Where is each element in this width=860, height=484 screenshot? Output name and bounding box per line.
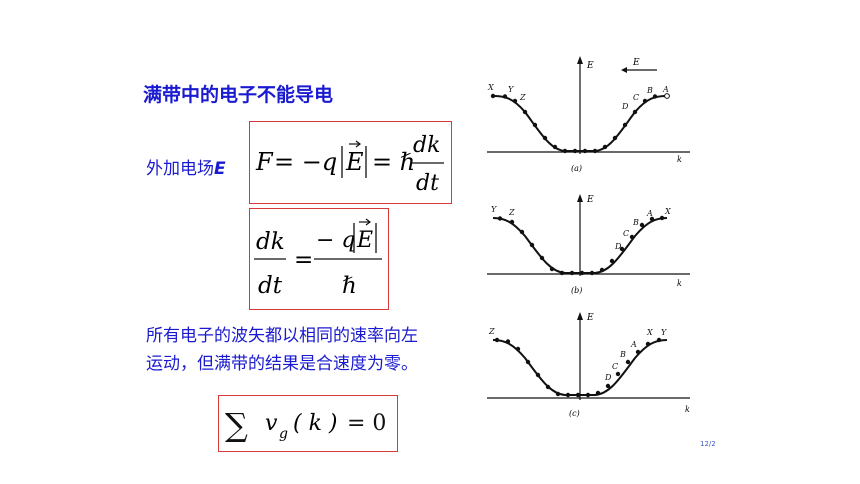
field-label: 外加电场E bbox=[146, 154, 226, 179]
diagram-c-label-x: X bbox=[646, 328, 653, 337]
diagram-a-label-b: B bbox=[646, 86, 653, 95]
paragraph-line-2: 运动，但满带的结果是合速度为零。 bbox=[146, 354, 418, 374]
diagram-c-label-a: A bbox=[630, 340, 637, 349]
field-label-var: E bbox=[214, 159, 226, 179]
eq2-den-right: ℏ bbox=[342, 273, 357, 299]
eq2-eq: = bbox=[294, 247, 313, 273]
eq3-sum: ∑ bbox=[225, 406, 248, 444]
eq3-arg: ( k ) bbox=[293, 411, 337, 436]
diagram-b-k-label: k bbox=[677, 279, 682, 288]
eq2-num-left: dk bbox=[256, 229, 285, 255]
diagram-a-label-c: C bbox=[633, 93, 639, 102]
eq2-e: E bbox=[356, 228, 373, 253]
diagram-a-band-curve bbox=[492, 95, 668, 152]
diagram-c-k-label: k bbox=[685, 405, 690, 414]
diagram-b-label-a: A bbox=[646, 209, 653, 218]
band-diagrams: E k E X Y Z D C B A (a) E k bbox=[487, 56, 690, 418]
diagram-b: E k Y Z D C B A X (b) bbox=[487, 194, 690, 295]
field-label-text: 外加电场 bbox=[146, 159, 214, 179]
eq3-v: v bbox=[265, 411, 278, 436]
diagram-c-label-d: D bbox=[604, 373, 612, 382]
diagram-c-label-b: B bbox=[619, 350, 626, 359]
diagram-b-label-x: X bbox=[664, 207, 671, 216]
diagram-b-label-b: B bbox=[632, 218, 639, 227]
diagram-b-label-d: D bbox=[614, 242, 622, 251]
eq3-sub: g bbox=[279, 426, 288, 442]
diagram-a-field-label: E bbox=[632, 58, 640, 68]
diagram-a-label-z: Z bbox=[519, 93, 526, 102]
force-equation-box: F = −q E = ℏ dk dt bbox=[249, 121, 452, 204]
diagram-c-label-z: Z bbox=[488, 327, 495, 336]
diagram-c-e-label: E bbox=[586, 313, 594, 323]
dkdt-equation: dk dt = − q E ℏ bbox=[254, 218, 382, 299]
diagram-c-label-c: C bbox=[612, 362, 618, 371]
sum-equation: ∑ v g ( k ) = 0 bbox=[225, 406, 386, 444]
force-equation: F = −q E = ℏ dk dt bbox=[255, 133, 444, 196]
diagram-a-e-label: E bbox=[586, 61, 594, 71]
diagram-a-label-a: A bbox=[662, 85, 669, 94]
diagram-a-k-label: k bbox=[677, 155, 682, 164]
diagram-c-caption: (c) bbox=[569, 409, 580, 418]
page-number: 12/2 bbox=[700, 440, 716, 448]
eq1-lhs: F bbox=[255, 148, 274, 176]
diagram-a-label-y: Y bbox=[508, 85, 514, 94]
eq1-e: E bbox=[345, 148, 364, 176]
diagram-b-caption: (b) bbox=[571, 286, 582, 295]
diagram-a: E k E X Y Z D C B A (a) bbox=[487, 56, 690, 173]
eq1-num: dk bbox=[413, 133, 440, 158]
eq2-num-right: − q bbox=[316, 228, 356, 253]
diagram-c-label-y: Y bbox=[661, 328, 667, 337]
diagram-a-caption: (a) bbox=[571, 164, 582, 173]
eq1-eq: = ℏ bbox=[372, 148, 415, 176]
diagram-a-label-d: D bbox=[621, 102, 629, 111]
explanation-paragraph: 所有电子的波矢都以相同的速率向左 运动，但满带的结果是合速度为零。 bbox=[146, 322, 486, 378]
eq1-den: dt bbox=[416, 171, 439, 196]
diagram-b-label-c: C bbox=[623, 229, 629, 238]
slide-title: 满带中的电子不能导电 bbox=[143, 84, 334, 106]
paragraph-line-1: 所有电子的波矢都以相同的速率向左 bbox=[146, 326, 418, 346]
dkdt-equation-box: dk dt = − q E ℏ bbox=[249, 208, 389, 310]
eq1-mid: = −q bbox=[274, 148, 337, 176]
eq3-rest: = 0 bbox=[347, 411, 386, 436]
eq2-den-left: dt bbox=[258, 273, 283, 299]
diagram-a-label-x: X bbox=[487, 83, 494, 92]
diagram-b-label-z: Z bbox=[508, 208, 515, 217]
diagram-b-e-label: E bbox=[586, 195, 594, 205]
diagram-c: E k Z D C B A X Y (c) bbox=[487, 312, 690, 418]
diagram-b-label-y: Y bbox=[491, 205, 497, 214]
sum-equation-box: ∑ v g ( k ) = 0 bbox=[218, 395, 398, 452]
